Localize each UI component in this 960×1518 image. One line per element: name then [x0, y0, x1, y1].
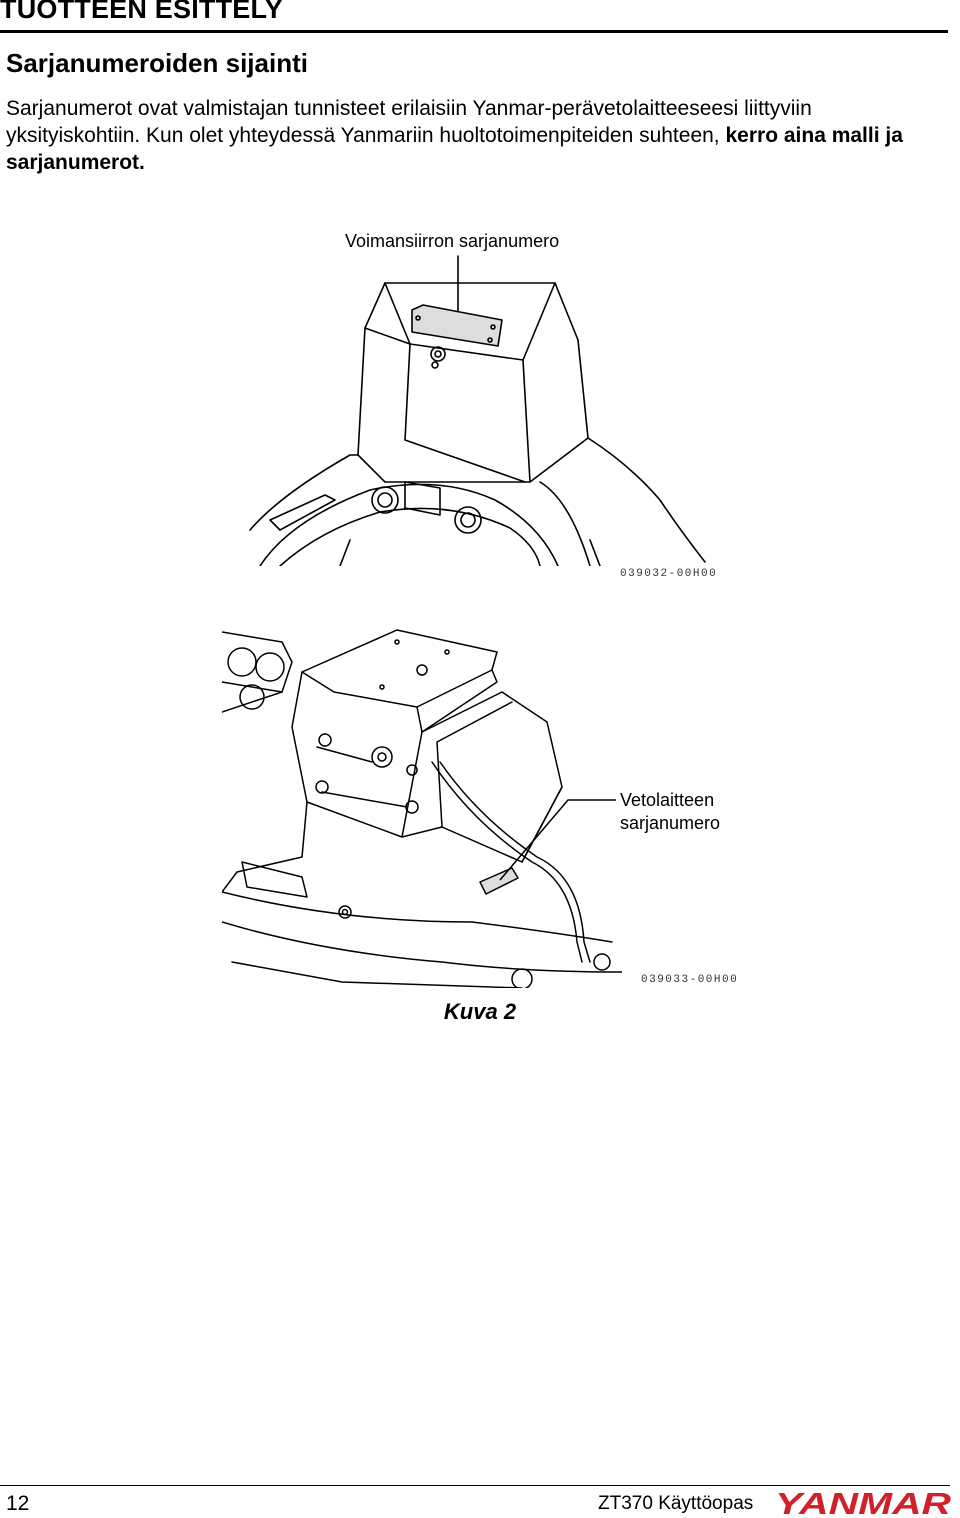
figure-caption: Kuva 2 — [443, 999, 517, 1024]
page-subtitle: Sarjanumeroiden sijainti — [6, 48, 308, 78]
manual-title: ZT370 Käyttöopas — [598, 1493, 754, 1514]
yanmar-logo-text: YANMAR — [775, 1488, 952, 1518]
transmission-drawing — [249, 255, 706, 566]
transmission-figure-code: 039032-00H00 — [620, 568, 718, 580]
yanmar-logo: YANMAR — [775, 1488, 952, 1518]
drive-figure-code: 039033-00H00 — [641, 974, 739, 986]
drive-unit-drawing — [222, 629, 622, 988]
header-rule — [0, 30, 948, 33]
drive-serial-label-line1: Vetolaitteen — [620, 790, 715, 810]
section-title: TUOTTEEN ESITTELY — [0, 0, 283, 24]
intro-bold-text: kerro aina malli ja sarjanumerot. — [6, 124, 903, 174]
intro-paragraph: Sarjanumerot ovat valmistajan tunnisteet… — [6, 95, 951, 176]
footer-rule — [0, 1485, 950, 1486]
intro-text: Sarjanumerot ovat valmistajan tunnisteet… — [6, 97, 812, 147]
drive-leader-line — [499, 799, 616, 881]
page-number: 12 — [6, 1492, 30, 1515]
transmission-serial-label: Voimansiirron sarjanumero — [345, 231, 560, 251]
transmission-serial-plate — [411, 304, 503, 347]
drive-serial-plate — [479, 867, 519, 895]
drive-serial-label-line2: sarjanumero — [620, 813, 721, 833]
drive-serial-label: Vetolaitteen sarjanumero — [620, 789, 720, 835]
